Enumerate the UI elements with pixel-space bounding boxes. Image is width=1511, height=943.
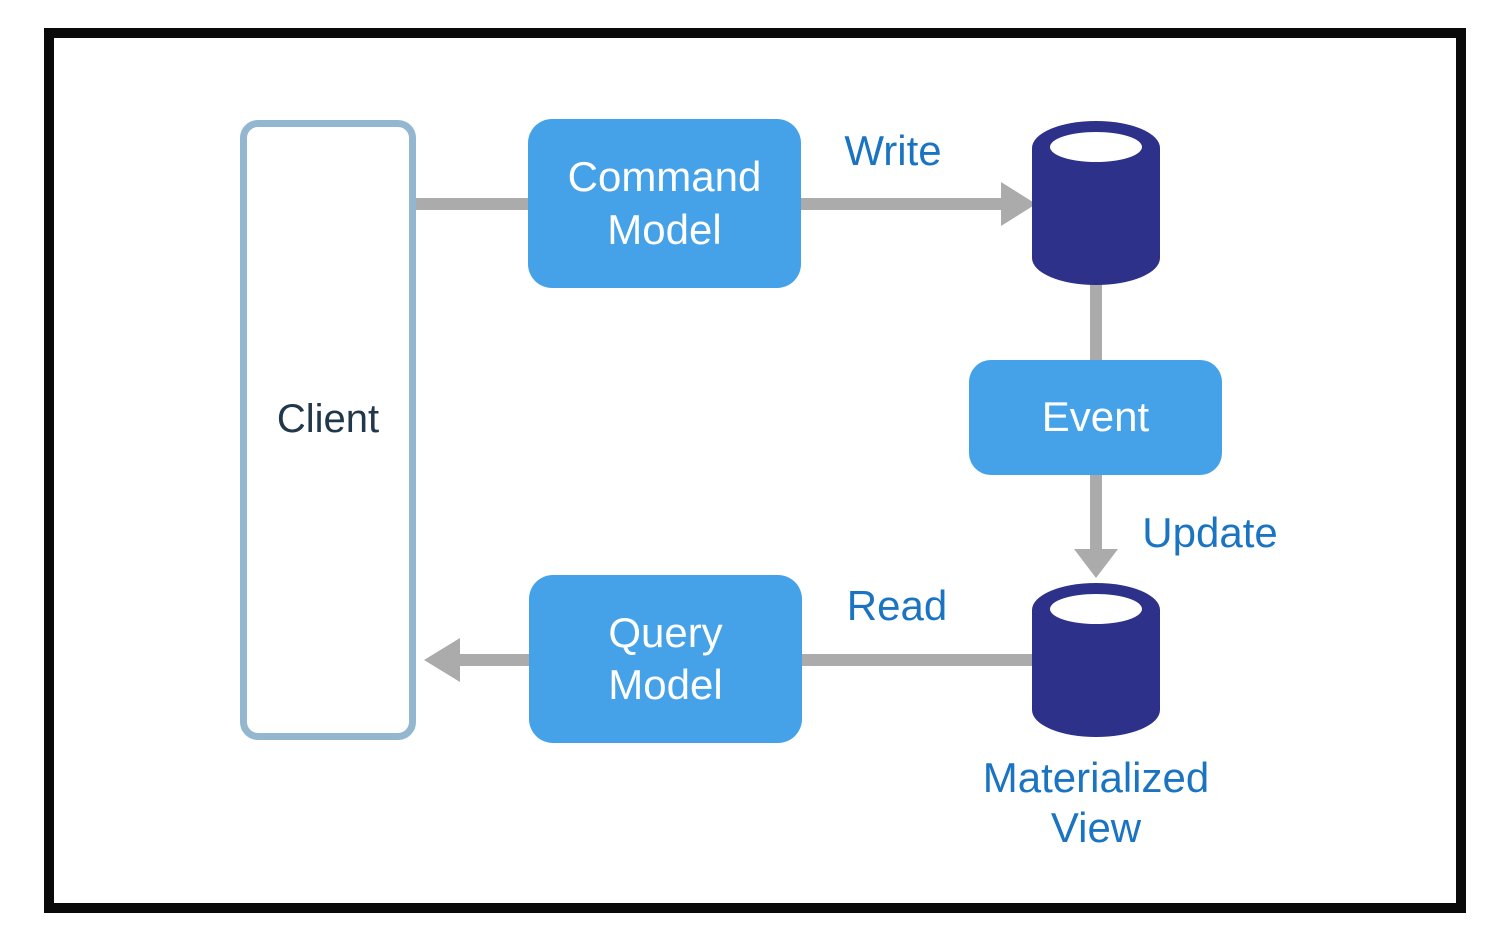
update-arrow [1074, 472, 1118, 578]
command-model-label: Command Model [567, 153, 762, 253]
query-model-box: Query Model [529, 575, 802, 743]
client-box: Client [240, 120, 416, 740]
write-label: Write [844, 127, 942, 174]
materialized-view-label: Materialized View [982, 754, 1210, 851]
command-model-box: Command Model [528, 119, 801, 288]
event-box: Event [969, 360, 1222, 475]
write-store-database-icon [1032, 121, 1160, 285]
query-model-label: Query Model [608, 608, 723, 708]
client-label: Client [276, 396, 380, 441]
event-label: Event [1041, 393, 1150, 441]
materialized-view-database-icon [1032, 583, 1160, 737]
update-label: Update [1142, 509, 1278, 556]
read-label: Read [846, 582, 948, 629]
